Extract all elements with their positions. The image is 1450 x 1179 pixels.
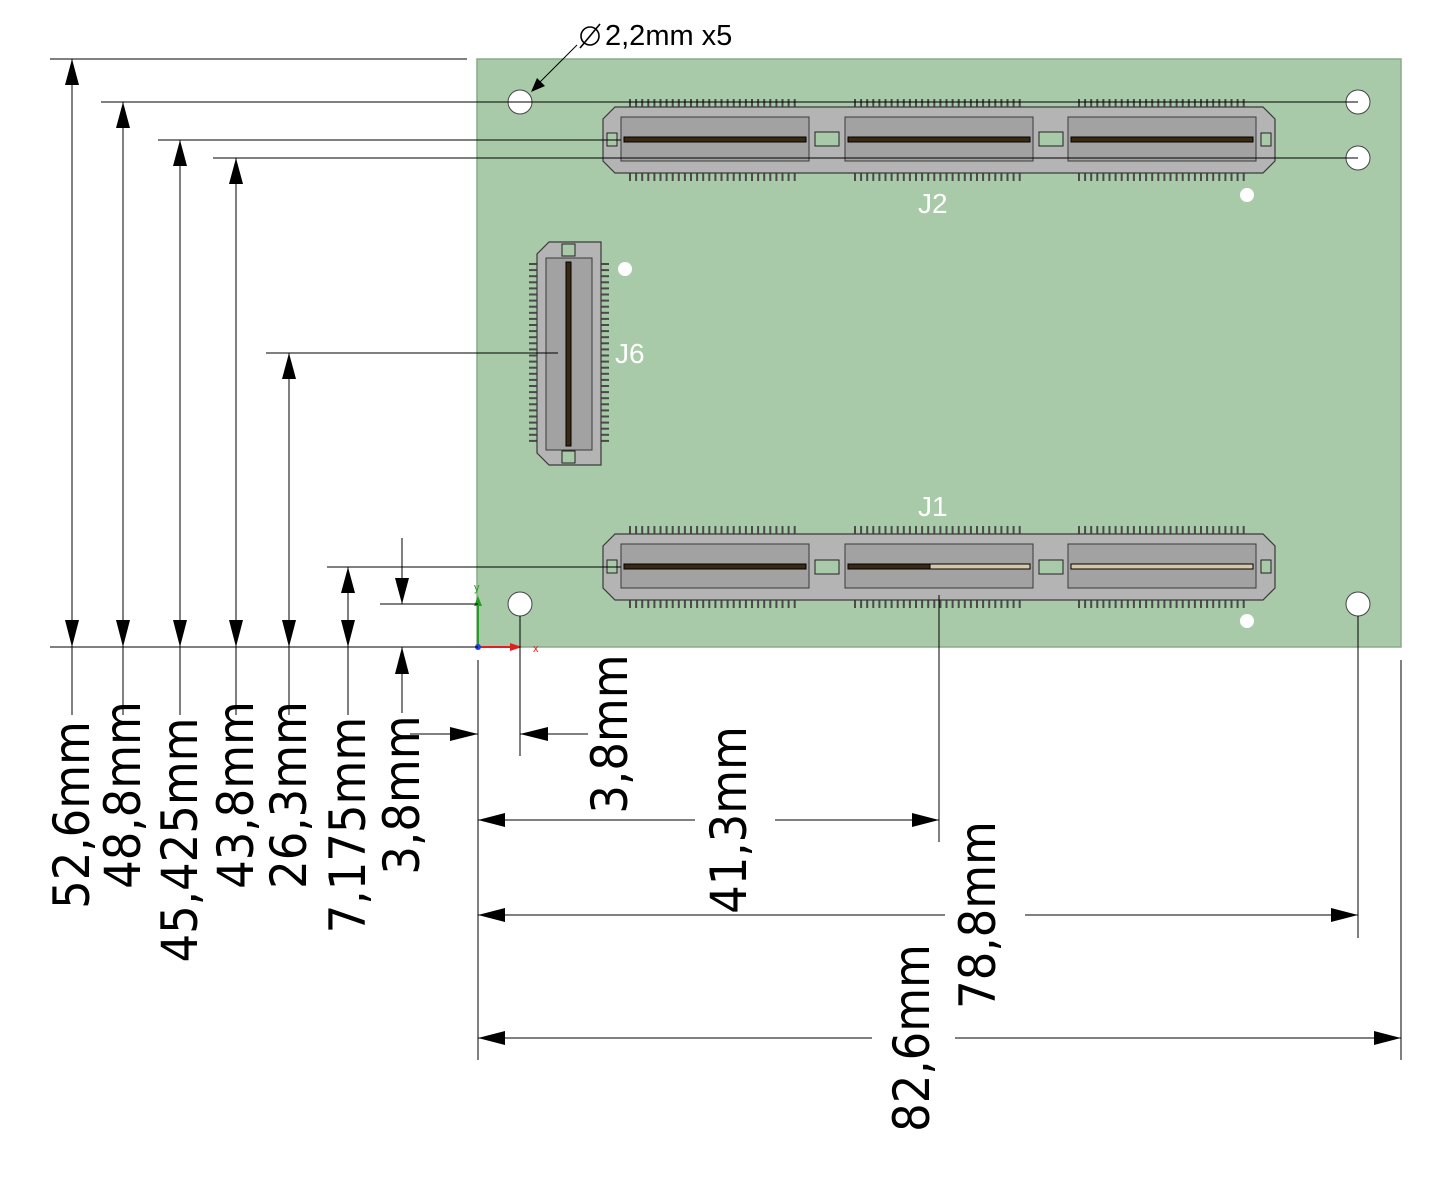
dimension-label: 7,175mm — [319, 717, 377, 933]
dimension-label: 48,8mm — [94, 701, 152, 889]
diameter-symbol-icon — [579, 23, 601, 49]
dimension-arrow — [1374, 1031, 1401, 1045]
dimension-label: 3,8mm — [581, 654, 639, 813]
pin1-marker — [618, 262, 632, 276]
dimension-label: 26,3mm — [260, 701, 318, 889]
axis-y-label: y — [474, 582, 480, 594]
dimension-arrow — [173, 620, 187, 647]
dimension-arrow — [1331, 908, 1358, 922]
dimension-arrow — [116, 620, 130, 647]
dimension-label: 52,6mm — [43, 721, 101, 909]
dimension-arrow — [478, 1031, 505, 1045]
j6-label: J6 — [615, 338, 645, 369]
j1-label: J1 — [918, 491, 948, 522]
pin1-marker — [1240, 188, 1254, 202]
dimension-arrow — [173, 140, 187, 166]
dimension-arrow — [341, 567, 355, 593]
hole-note-text: 2,2mm x5 — [605, 20, 732, 52]
dimension-arrow — [450, 727, 478, 741]
dimension-arrow — [229, 620, 243, 647]
dimension-label: 3,8mm — [373, 715, 431, 874]
dimension-arrow — [65, 620, 79, 647]
dimension-arrow — [395, 578, 409, 604]
connector-j2 — [602, 99, 1276, 181]
dimension-label: 41,3mm — [700, 726, 758, 914]
dimension-arrow — [341, 620, 355, 647]
dimension-arrow — [229, 158, 243, 184]
dimension-arrow — [282, 620, 296, 647]
dimension-arrow — [912, 813, 939, 827]
coordinate-axis-icon: x y — [474, 582, 539, 655]
horizontal-extension-lines — [477, 595, 1402, 1060]
dimension-label: 45,425mm — [151, 718, 209, 963]
dimension-arrow — [282, 353, 296, 379]
dimension-label: 78,8mm — [949, 821, 1007, 1009]
dimension-arrow — [520, 727, 548, 741]
mounting-hole — [1345, 591, 1371, 617]
dimension-arrow — [65, 59, 79, 85]
hole-callout: 2,2mm x5 — [531, 20, 732, 92]
dimension-arrow — [478, 813, 505, 827]
pin1-marker — [1240, 614, 1254, 628]
j2-label: J2 — [918, 188, 948, 219]
mounting-hole — [507, 591, 533, 617]
dimension-arrow — [478, 908, 505, 922]
dimension-label: 82,6mm — [883, 944, 941, 1132]
connector-j6 — [529, 241, 609, 466]
dimension-arrow — [395, 647, 409, 674]
dimension-label: 43,8mm — [207, 701, 265, 889]
vertical-extension-lines — [50, 58, 1358, 648]
connector-j1 — [602, 526, 1276, 608]
dimension-arrow — [116, 102, 130, 128]
axis-x-label: x — [533, 643, 539, 655]
